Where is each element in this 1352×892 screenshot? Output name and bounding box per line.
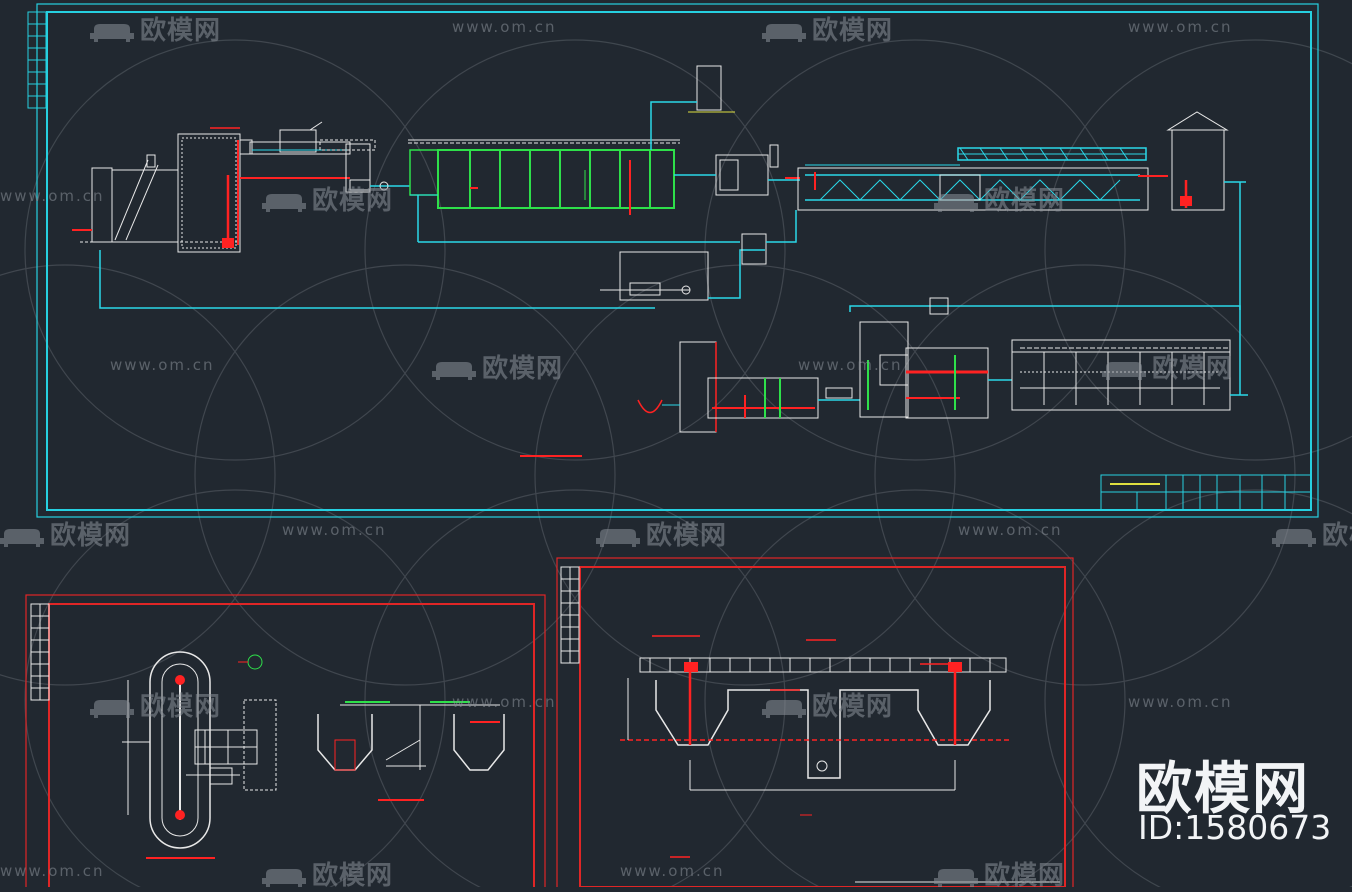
watermark-url: www.om.cn — [282, 521, 387, 539]
watermark-brand: 欧模网 — [596, 515, 727, 552]
sofa-icon — [90, 23, 134, 42]
br-binding-grid — [560, 566, 580, 664]
watermark-brand: 欧模网 — [934, 855, 1065, 892]
watermark-brand: 欧模网 — [934, 180, 1065, 217]
sofa-icon — [934, 868, 978, 887]
top-binding-grid — [27, 11, 47, 109]
watermark-brand: 欧模网 — [90, 686, 221, 723]
sofa-icon — [1272, 528, 1316, 547]
bl-outer-frame — [25, 594, 546, 887]
bl-binding-grid — [30, 603, 50, 701]
outlet-house — [1166, 111, 1246, 395]
watermark-url: www.om.cn — [1128, 693, 1233, 711]
blower-house — [650, 65, 735, 150]
sofa-icon — [262, 868, 306, 887]
sofa-icon — [762, 23, 806, 42]
watermark-brand: 欧模网 — [1272, 515, 1352, 552]
br-inner-frame — [579, 566, 1066, 887]
bottom-right-sheet — [556, 557, 1074, 887]
sofa-icon — [262, 193, 306, 212]
grit-chamber — [249, 121, 410, 193]
watermark-brand: 欧模网 — [762, 10, 893, 47]
sofa-icon — [1102, 361, 1146, 380]
ditch-section — [317, 701, 505, 801]
sofa-icon — [0, 528, 44, 547]
line2-inlet-well — [637, 341, 860, 433]
watermark-brand: 欧模网 — [0, 515, 131, 552]
watermark-url: www.om.cn — [798, 356, 903, 374]
watermark-brand: 欧模网 — [90, 10, 221, 47]
bottom-left-sheet — [25, 594, 546, 887]
sofa-icon — [90, 699, 134, 718]
watermark-url: www.om.cn — [958, 521, 1063, 539]
anoxic-aerobic-tank — [408, 139, 740, 243]
top-sheet-outer-frame — [36, 3, 1319, 518]
top-sheet-inner-frame — [46, 11, 1312, 511]
watermark-url: www.om.cn — [1128, 18, 1233, 36]
watermark-url: www.om.cn — [0, 187, 105, 205]
watermark-brand: 欧模网 — [432, 348, 563, 385]
bl-inner-frame — [48, 603, 535, 887]
clarifier-section — [620, 635, 1010, 858]
sludge-return-lines — [99, 210, 797, 309]
ditch-plan — [122, 651, 277, 859]
sofa-icon — [596, 528, 640, 547]
pump-pit — [177, 127, 350, 253]
watermark-url: www.om.cn — [452, 18, 557, 36]
sofa-icon — [762, 699, 806, 718]
watermark-url: www.om.cn — [110, 356, 215, 374]
br-outer-frame — [556, 557, 1074, 887]
watermark-url: www.om.cn — [620, 862, 725, 880]
brand-badge-logo: 欧模网 — [1136, 757, 1310, 822]
intermediate-unit — [674, 144, 800, 196]
watermark-arcs — [0, 39, 1352, 887]
sofa-icon — [934, 193, 978, 212]
line2-process-house — [849, 297, 1241, 419]
top-title-block — [1100, 474, 1312, 511]
watermark-url: www.om.cn — [0, 862, 105, 880]
watermark-url: www.om.cn — [452, 693, 557, 711]
brand-badge-id: ID:1580673 — [1138, 808, 1332, 847]
watermark-brand: 欧模网 — [762, 686, 893, 723]
watermark-brand: 欧模网 — [262, 180, 393, 217]
sofa-icon — [432, 361, 476, 380]
watermark-brand: 欧模网 — [1102, 348, 1233, 385]
watermark-brand: 欧模网 — [262, 855, 393, 892]
